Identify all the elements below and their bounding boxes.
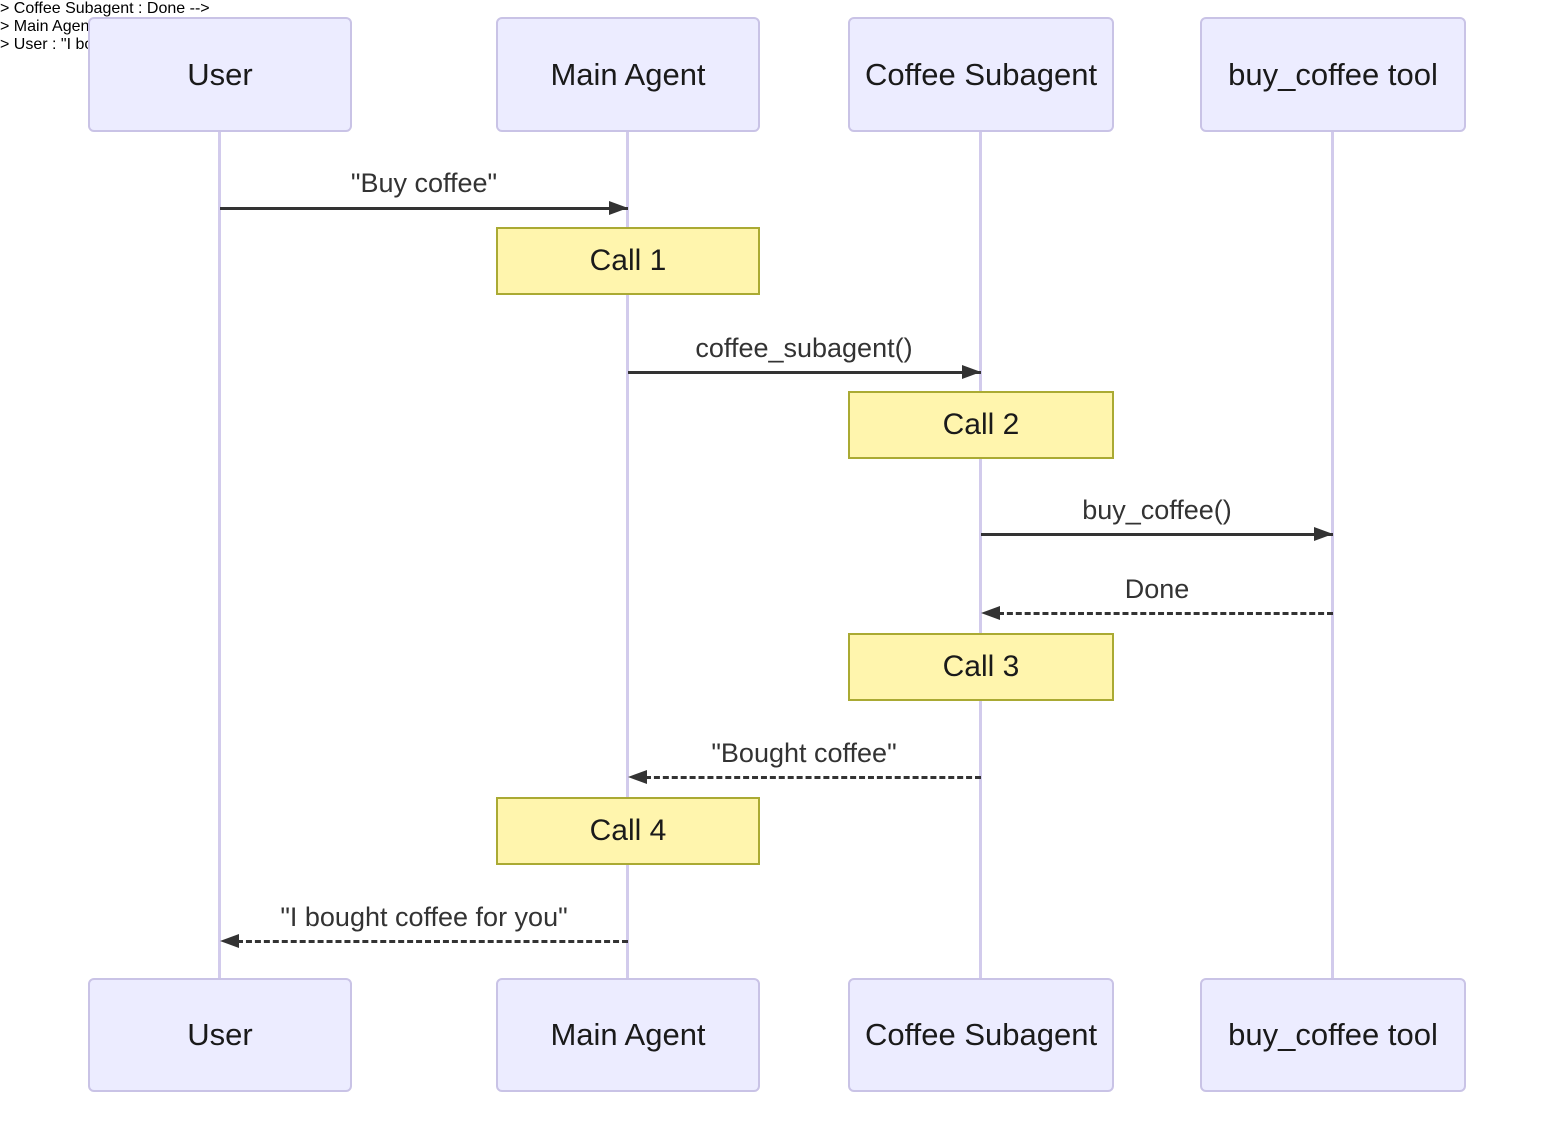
lifeline-coffee-subagent: [979, 132, 982, 978]
participant-label: Main Agent: [550, 56, 706, 92]
note-label: Call 2: [942, 408, 1020, 441]
participant-user-top: User: [88, 17, 352, 132]
participant-label: buy_coffee tool: [1228, 1017, 1438, 1052]
note-call-1: Call 1: [496, 227, 760, 295]
message-label: coffee_subagent(): [695, 333, 913, 363]
lifeline-user: [218, 132, 221, 978]
note-call-4: Call 4: [496, 797, 760, 865]
note-label: Call 4: [589, 814, 667, 847]
arrowhead-right-icon: [609, 201, 628, 215]
lifeline-main-agent: [626, 132, 629, 978]
message-line: [998, 612, 1333, 615]
participant-buy-coffee-tool-bottom: buy_coffee tool: [1200, 978, 1466, 1092]
arrowhead-left-icon: [981, 606, 1000, 620]
message-line: [645, 776, 981, 779]
message-label: buy_coffee(): [1082, 495, 1232, 525]
participant-label: Main Agent: [550, 1017, 706, 1052]
participant-label: User: [187, 1017, 253, 1052]
participant-user-bottom: User: [88, 978, 352, 1092]
note-call-3: Call 3: [848, 633, 1114, 701]
note-call-2: Call 2: [848, 391, 1114, 459]
note-label: Call 1: [589, 244, 667, 277]
arrowhead-right-icon: [1314, 527, 1333, 541]
participant-coffee-subagent-top: Coffee Subagent: [848, 17, 1114, 132]
message-line: [628, 371, 981, 374]
participant-main-agent-top: Main Agent: [496, 17, 760, 132]
message-label: Done: [1124, 574, 1190, 604]
message-label: "Buy coffee": [350, 168, 498, 198]
lifeline-buy-coffee-tool: [1331, 132, 1334, 978]
arrowhead-left-icon: [628, 770, 647, 784]
participant-label: buy_coffee tool: [1228, 56, 1438, 92]
participant-coffee-subagent-bottom: Coffee Subagent: [848, 978, 1114, 1092]
message-line: [981, 533, 1333, 536]
message-line: [220, 207, 628, 210]
message-line: [237, 940, 628, 943]
participant-buy-coffee-tool-top: buy_coffee tool: [1200, 17, 1466, 132]
participant-label: Coffee Subagent: [864, 1017, 1098, 1052]
message-label: "Bought coffee": [711, 738, 897, 768]
participant-main-agent-bottom: Main Agent: [496, 978, 760, 1092]
message-label: "I bought coffee for you": [280, 902, 568, 932]
arrowhead-left-icon: [220, 934, 239, 948]
participant-label: Coffee Subagent: [864, 56, 1098, 92]
arrowhead-right-icon: [962, 365, 981, 379]
participant-label: User: [187, 56, 253, 92]
note-label: Call 3: [942, 650, 1020, 683]
